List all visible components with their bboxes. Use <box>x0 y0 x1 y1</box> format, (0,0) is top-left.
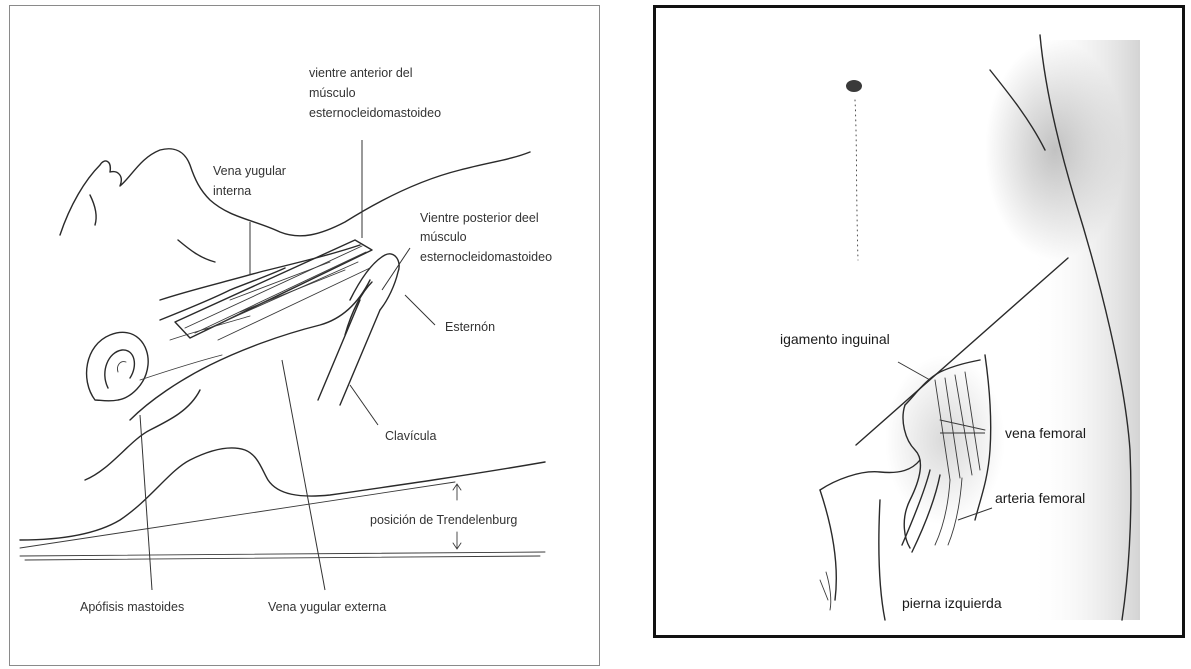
left-labels: vientre anterior del músculo esternoclei… <box>80 66 552 614</box>
label-vena-yugular-interna-1: Vena yugular <box>213 164 286 178</box>
groin-anatomy-drawing <box>820 35 1140 620</box>
svg-text:vientre anterior del: vientre anterior del <box>309 66 413 80</box>
svg-text:músculo: músculo <box>309 86 356 100</box>
label-ligamento-inguinal: igamento inguinal <box>780 331 890 347</box>
label-vena-yugular-externa: Vena yugular externa <box>268 600 386 614</box>
label-vena-femoral: vena femoral <box>1005 425 1086 441</box>
label-vientre-posterior-1: Vientre posterior deel <box>420 211 539 225</box>
label-posicion-trendelenburg: posición de Trendelenburg <box>370 513 517 527</box>
label-vientre-posterior-3: esternocleidomastoideo <box>420 250 552 264</box>
label-apofisis-mastoides: Apófisis mastoides <box>80 600 184 614</box>
label-vena-yugular-interna-2: interna <box>213 184 251 198</box>
svg-text:interna: interna <box>213 184 251 198</box>
label-vientre-anterior-3: esternocleidomastoideo <box>309 106 441 120</box>
svg-text:esternocleidomastoideo: esternocleidomastoideo <box>309 106 441 120</box>
label-vientre-anterior-2: músculo <box>309 86 356 100</box>
label-esternon: Esternón <box>445 320 495 334</box>
svg-text:Vena yugular: Vena yugular <box>213 164 286 178</box>
label-vientre-anterior-1: vientre anterior del <box>309 66 413 80</box>
label-pierna-izquierda: pierna izquierda <box>902 595 1002 611</box>
svg-text:esternocleidomastoideo: esternocleidomastoideo <box>420 250 552 264</box>
label-arteria-femoral: arteria femoral <box>995 490 1085 506</box>
svg-text:Vientre posterior deel: Vientre posterior deel <box>420 211 539 225</box>
label-clavicula: Clavícula <box>385 429 436 443</box>
label-vientre-posterior-2: músculo <box>420 230 467 244</box>
svg-text:músculo: músculo <box>420 230 467 244</box>
navel <box>846 80 862 92</box>
